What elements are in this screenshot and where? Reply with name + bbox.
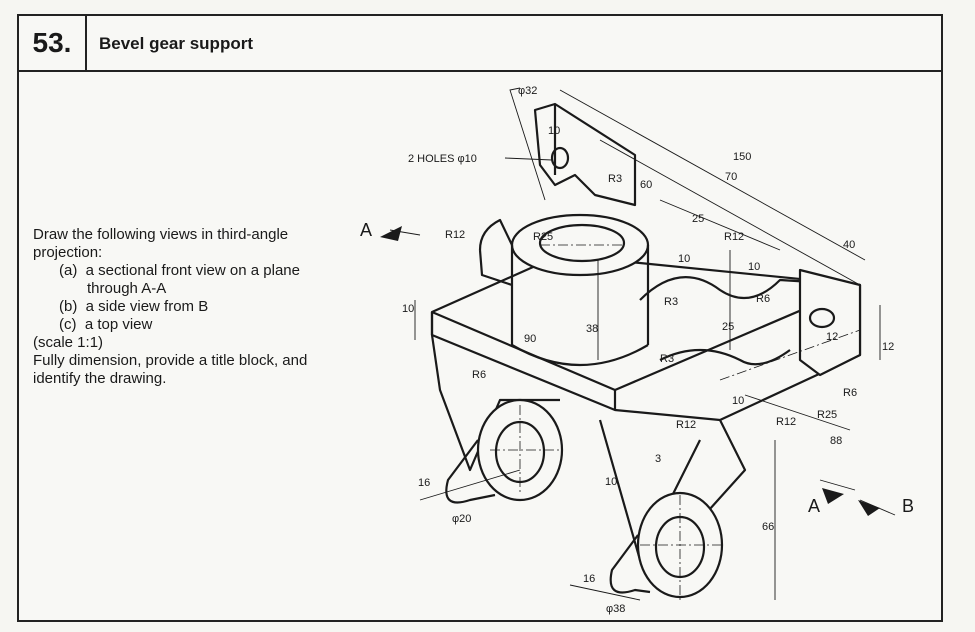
dim-label: φ38: [606, 603, 625, 615]
instruction-scale: (scale 1:1): [33, 334, 104, 351]
instruction-item-c: (c) a top view: [59, 316, 153, 333]
exercise-header: 53. Bevel gear support: [19, 16, 941, 72]
dim-label: R3: [608, 173, 622, 185]
dim-label: R12: [676, 419, 696, 431]
dim-label: 40: [843, 239, 855, 251]
section-a-upper-label: A: [360, 220, 372, 240]
instruction-item-a: (a) a sectional front view on a plane: [59, 262, 300, 279]
dim-label: 60: [640, 179, 652, 191]
dim-label: 2 HOLES φ10: [408, 153, 477, 165]
part-outline: [430, 102, 862, 599]
dim-label: 16: [583, 573, 595, 585]
instruction-line: Draw the following views in third-angle: [33, 226, 289, 243]
dim-label: 12: [826, 331, 838, 343]
dim-label: R25: [817, 409, 837, 421]
dim-label: 10: [732, 395, 744, 407]
instruction-line: projection:: [33, 244, 103, 261]
dim-label: 66: [762, 521, 774, 533]
dim-label: R3: [664, 296, 678, 308]
dim-label: 10: [402, 303, 414, 315]
dim-label: φ32: [518, 85, 537, 97]
dim-label: 10: [605, 476, 617, 488]
instruction-item-b: (b) a side view from B: [59, 298, 209, 315]
dim-label: 25: [692, 213, 704, 225]
dim-label: 16: [418, 477, 430, 489]
dim-label: 10: [548, 125, 560, 137]
instruction-line: identify the drawing.: [33, 370, 167, 387]
dim-label: 12: [882, 341, 894, 353]
dimension-labels: φ32 10 2 HOLES φ10 R3 60 150 70 25 R12 4…: [402, 85, 894, 615]
section-arrows: [380, 226, 880, 516]
dim-label: φ20: [452, 513, 471, 525]
dim-label: 38: [586, 323, 598, 335]
dim-label: 25: [722, 321, 734, 333]
section-b-label: B: [902, 496, 914, 516]
arrow-a-lower-head: [822, 488, 844, 504]
dim-label: R12: [724, 231, 744, 243]
dim-label: 70: [725, 171, 737, 183]
center-lines: [490, 244, 861, 600]
dim-label: R6: [843, 387, 857, 399]
dim-label: 88: [830, 435, 842, 447]
dim-label: R6: [756, 293, 770, 305]
dim-label: 10: [678, 253, 690, 265]
section-labels: A A B: [360, 220, 914, 516]
section-a-lower-label: A: [808, 496, 820, 516]
dim-label: R25: [533, 231, 553, 243]
instruction-item-a-cont: through A-A: [87, 280, 167, 297]
dim-label: 90: [524, 333, 536, 345]
arrow-b-head: [858, 500, 880, 516]
instructions-text: Draw the following views in third-angle …: [33, 226, 383, 388]
instruction-line: Fully dimension, provide a title block, …: [33, 352, 308, 369]
dim-label: 3: [655, 453, 661, 465]
dim-label: R6: [472, 369, 486, 381]
dim-label: R3: [660, 353, 674, 365]
dim-label: R12: [776, 416, 796, 428]
dim-label: 150: [733, 151, 751, 163]
dimension-lines: [389, 87, 896, 601]
dim-label: 10: [748, 261, 760, 273]
exercise-title: Bevel gear support: [99, 34, 253, 53]
arrow-a-upper-head: [380, 226, 402, 241]
exercise-number: 53.: [19, 16, 87, 70]
dim-label: R12: [445, 229, 465, 241]
